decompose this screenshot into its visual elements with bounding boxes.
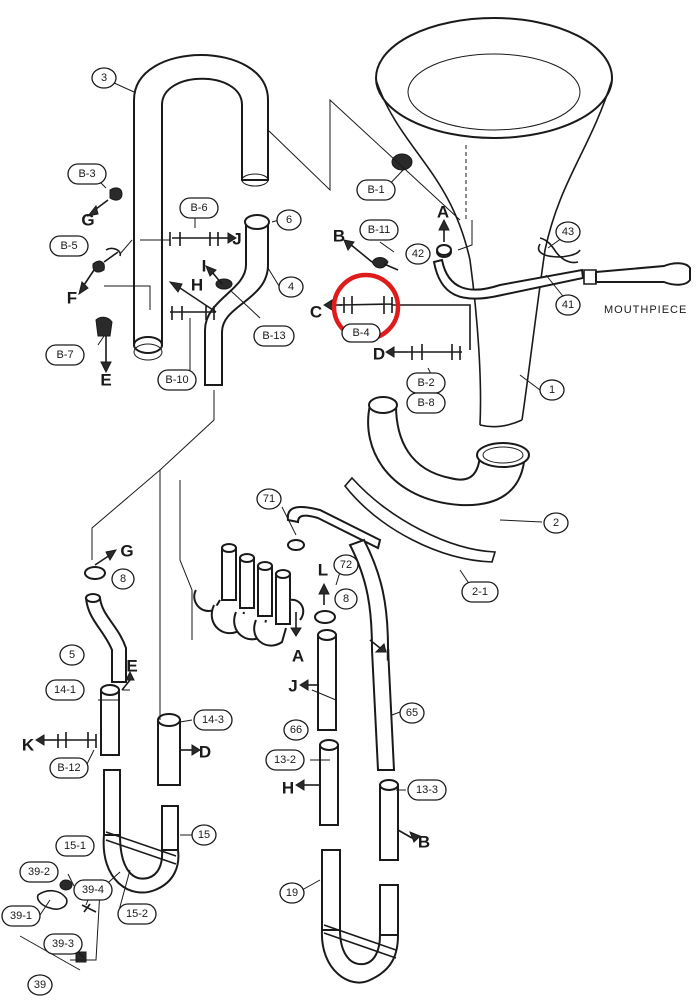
part-label-72: 72: [340, 559, 352, 571]
part-label-13-3: 13-3: [416, 784, 438, 796]
part-label-b-4: B-4: [352, 327, 369, 339]
part-label-b-5: B-5: [60, 240, 77, 252]
part-label-15-1: 15-1: [64, 840, 86, 852]
part-label-39-3: 39-3: [52, 938, 74, 950]
conn-letter-g-bottom: G: [120, 542, 133, 561]
conn-letter-a-bottom: A: [292, 647, 304, 666]
part-label-14-3: 14-3: [202, 714, 224, 726]
leader-lines: [39, 81, 567, 961]
mouthpipe-part: [432, 237, 691, 300]
part-label-15: 15: [198, 829, 210, 841]
part-label-39-2: 39-2: [28, 866, 50, 878]
conn-letter-b-top: B: [333, 227, 345, 246]
tube-5-part: [84, 566, 127, 683]
conn-letter-l: L: [318, 561, 328, 580]
conn-letter-e-top: E: [100, 371, 111, 390]
part-label-3: 3: [101, 72, 107, 84]
conn-letter-d-bottom: D: [199, 743, 211, 762]
part-label-13-2: 13-2: [274, 754, 296, 766]
conn-letter-h-top: H: [191, 276, 203, 295]
bottom-bow-part: [343, 396, 530, 563]
part-label-43: 43: [562, 226, 574, 238]
part-label-14-1: 14-1: [54, 684, 76, 696]
conn-letter-e-bottom: E: [126, 657, 137, 676]
part-label-b-2: B-2: [417, 377, 434, 389]
part-label-2: 2: [553, 517, 559, 529]
valve-cluster-part: [193, 506, 382, 647]
part-label-39-4: 39-4: [82, 884, 104, 896]
connection-letter-labels: A A B B C D D E E F G G H H I I J J K L: [22, 203, 449, 852]
conn-letter-g-top: G: [81, 211, 94, 230]
small-parts: [19, 153, 471, 971]
conn-letter-d-top: D: [373, 345, 385, 364]
lower-left-assembly: [100, 684, 181, 894]
conn-letter-a-top: A: [437, 203, 449, 222]
conn-letter-j-top: J: [232, 230, 241, 249]
part-label-8-a: 8: [120, 573, 126, 585]
part-label-8-b: 8: [343, 593, 349, 605]
mouthpiece-label: MOUTHPIECE: [604, 304, 687, 316]
tube-3-part: [133, 54, 269, 361]
lower-right-assembly: [314, 538, 400, 984]
part-label-71: 71: [263, 493, 275, 505]
part-label-66: 66: [290, 724, 302, 736]
conn-letter-i-bottom: I: [386, 646, 391, 665]
part-label-19: 19: [286, 887, 298, 899]
part-label-b-6: B-6: [190, 202, 207, 214]
part-label-1: 1: [549, 384, 555, 396]
part-label-b-1: B-1: [367, 184, 384, 196]
part-label-2-1: 2-1: [472, 586, 488, 598]
part-label-65: 65: [406, 707, 418, 719]
tube-4-part: [204, 214, 270, 386]
bell-part: [375, 17, 613, 428]
part-label-b-11: B-11: [368, 224, 390, 236]
part-label-42: 42: [412, 248, 424, 260]
connection-arrows: [35, 199, 450, 843]
part-label-39-1: 39-1: [10, 910, 32, 922]
part-label-b-3: B-3: [78, 168, 95, 180]
conn-letter-h-bottom: H: [282, 779, 294, 798]
part-label-b-8: B-8: [417, 397, 434, 409]
part-label-b-7: B-7: [56, 349, 73, 361]
conn-letter-f: F: [67, 289, 77, 308]
part-label-41: 41: [562, 299, 574, 311]
part-label-b-13: B-13: [262, 330, 285, 342]
part-label-b-12: B-12: [57, 762, 80, 774]
conn-letter-j-bottom: J: [288, 677, 297, 696]
conn-letter-k: K: [22, 736, 35, 755]
part-number-labels: 3 1 2 2-1 4 5 6 8 8 13-2 13-3 14-1 14-3 …: [1, 67, 581, 996]
conn-letter-i-top: I: [202, 257, 207, 276]
part-label-15-2: 15-2: [126, 908, 148, 920]
part-label-39: 39: [34, 979, 46, 991]
conn-letter-c: C: [310, 303, 322, 322]
conn-letter-b-bottom: B: [418, 833, 430, 852]
part-label-6: 6: [286, 214, 292, 226]
part-label-b-10: B-10: [165, 374, 188, 386]
part-label-5: 5: [69, 649, 75, 661]
part-label-4: 4: [288, 281, 294, 293]
